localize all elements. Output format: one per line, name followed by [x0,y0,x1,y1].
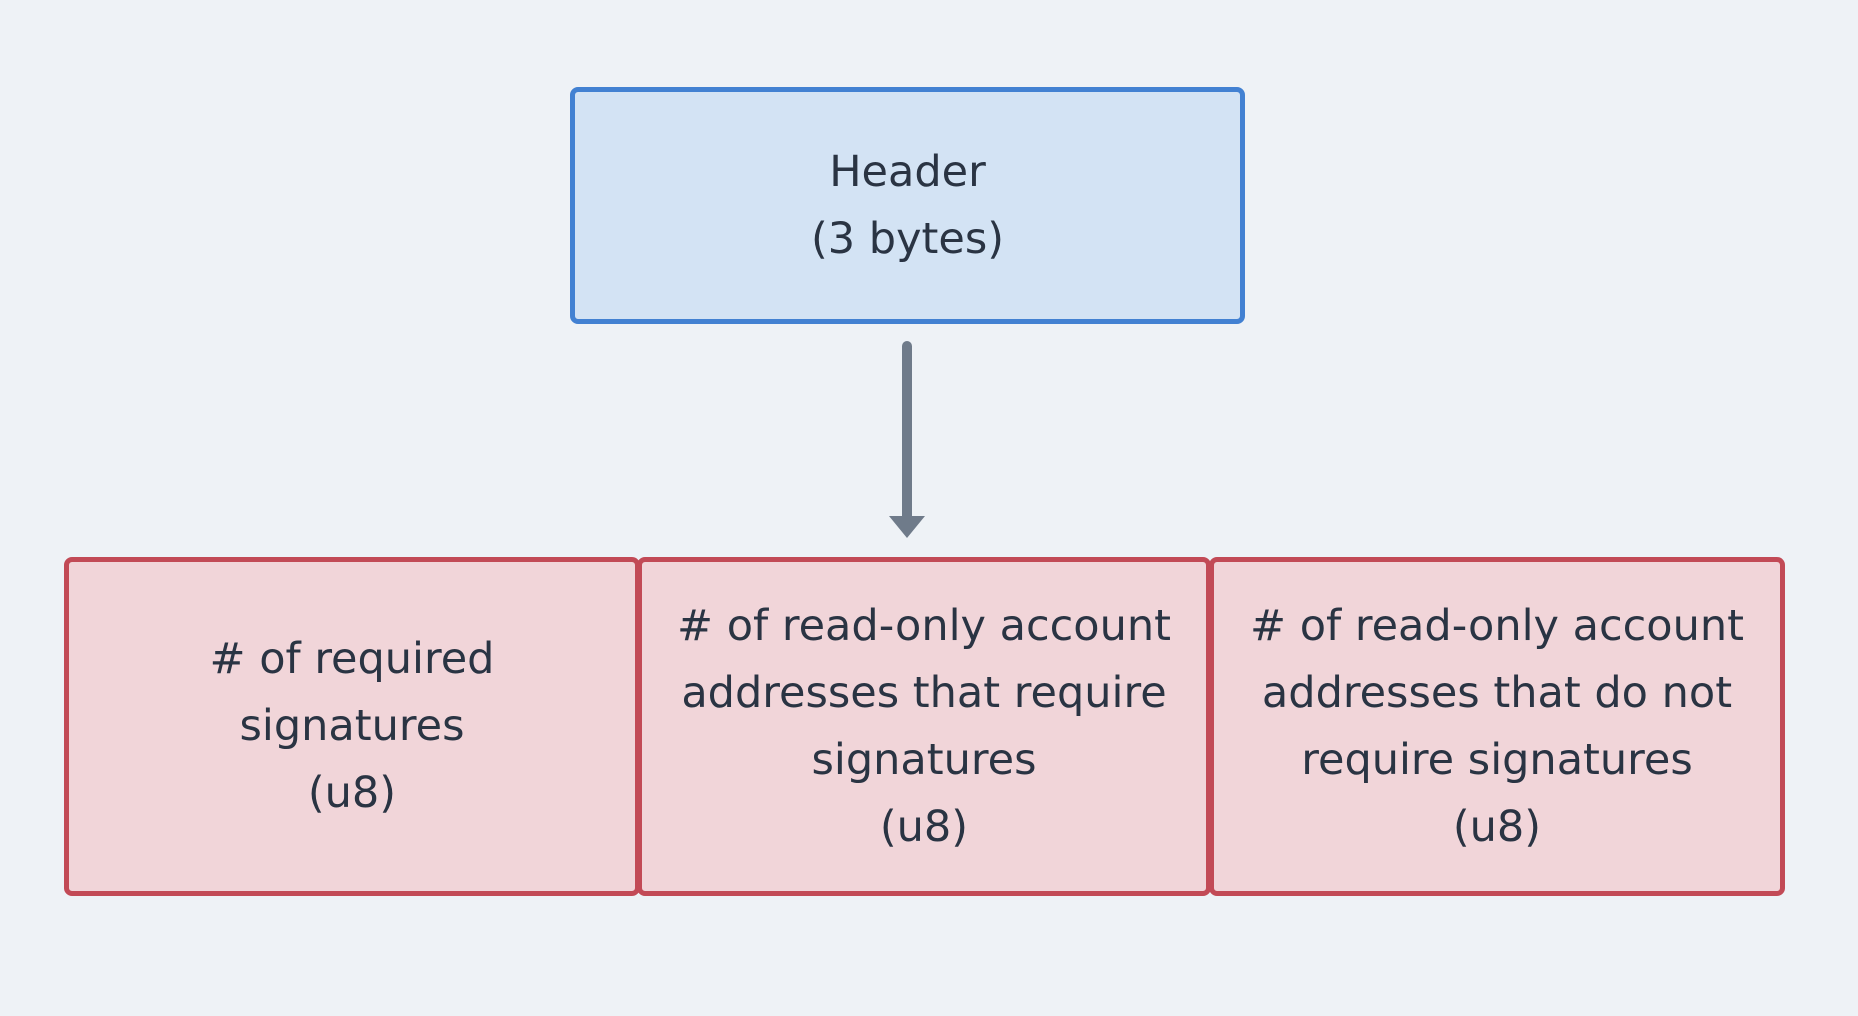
header-title: Header [829,146,986,197]
field-1-line-1: # of required [209,634,495,684]
field-2-line-1: # of read-only account [677,600,1171,651]
field-readonly-unsigned: # of read-only account addresses that do… [1209,557,1785,896]
field-2-line-3: signatures [811,734,1037,785]
arrow-head [889,516,925,538]
field-3-line-1: # of read-only account [1250,600,1744,651]
field-readonly-signed: # of read-only account addresses that re… [637,557,1211,896]
field-2-line-2: addresses that require [681,667,1167,718]
field-required-signatures: # of required signatures (u8) [64,557,640,896]
field-3-line-2: addresses that do not [1261,667,1733,718]
field-3-type: (u8) [1452,801,1542,852]
header-box: Header (3 bytes) [570,87,1245,324]
field-3-line-3: require signatures [1301,734,1693,785]
field-2-type: (u8) [879,801,969,852]
header-size: (3 bytes) [810,213,1005,264]
field-1-line-2: signatures [239,701,465,751]
field-1-type: (u8) [307,768,397,818]
